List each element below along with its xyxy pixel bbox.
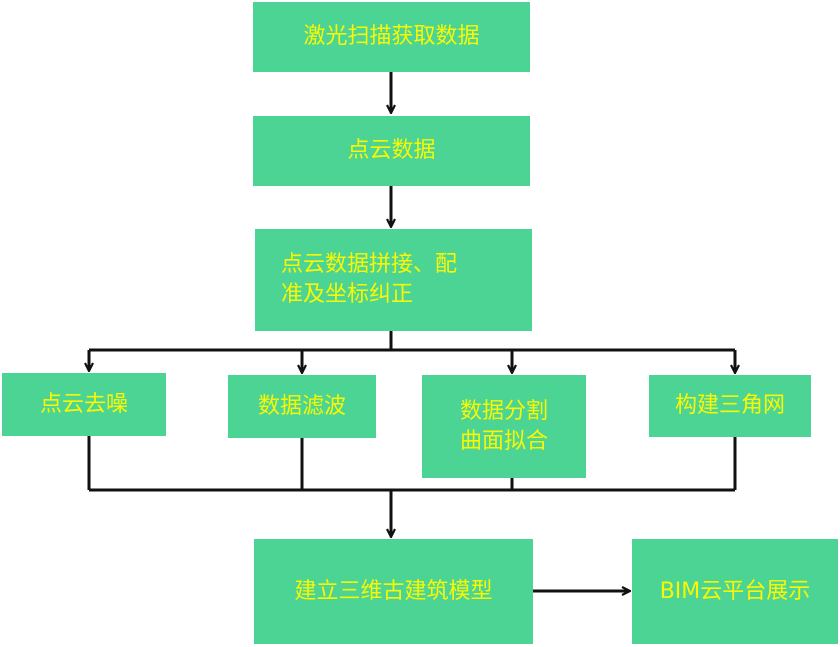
node-build-model: 建立三维古建筑模型 bbox=[254, 539, 533, 644]
node-registration: 点云数据拼接、配 准及坐标纠正 bbox=[255, 229, 532, 331]
node-denoise-label: 点云去噪 bbox=[39, 391, 128, 417]
node-segmentation-label: 数据分割 曲面拟合 bbox=[459, 398, 548, 454]
node-build-model-label: 建立三维古建筑模型 bbox=[294, 578, 493, 604]
node-point-cloud: 点云数据 bbox=[253, 116, 530, 186]
node-segmentation: 数据分割 曲面拟合 bbox=[422, 375, 586, 478]
node-registration-label: 点云数据拼接、配 准及坐标纠正 bbox=[281, 252, 458, 307]
node-laser-scan-label: 激光扫描获取数据 bbox=[303, 24, 480, 49]
node-point-cloud-label: 点云数据 bbox=[347, 138, 436, 163]
node-bim-display-label: BIM云平台展示 bbox=[659, 578, 811, 604]
node-filter-label: 数据滤波 bbox=[257, 393, 346, 419]
node-denoise: 点云去噪 bbox=[2, 373, 166, 436]
node-triangulation-label: 构建三角网 bbox=[674, 393, 785, 418]
node-triangulation: 构建三角网 bbox=[649, 375, 811, 437]
node-laser-scan: 激光扫描获取数据 bbox=[253, 2, 530, 72]
node-filter: 数据滤波 bbox=[228, 375, 376, 438]
node-bim-display: BIM云平台展示 bbox=[632, 539, 838, 644]
